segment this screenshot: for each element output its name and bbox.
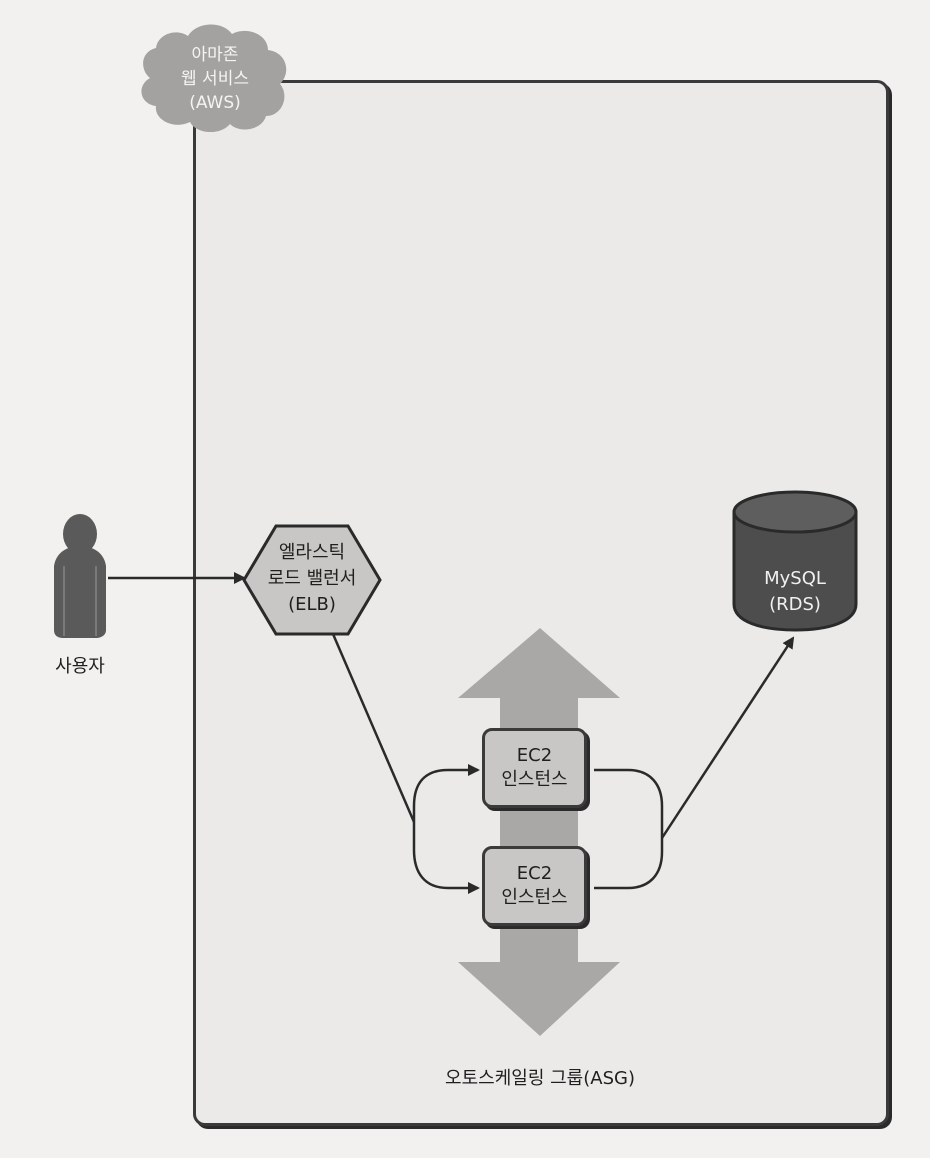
asg-label: 오토스케일링 그룹(ASG): [445, 1068, 635, 1089]
ec2-instance-node: EC2 인스턴스: [482, 846, 587, 926]
ec2-label-line2: 인스턴스: [501, 769, 568, 790]
elb-node: 엘라스틱 로드 밸런서 (ELB): [242, 524, 382, 636]
aws-label-line3: (AWS): [189, 93, 241, 113]
ec2-label-line1: EC2: [516, 863, 553, 884]
aws-cloud-icon: 아마존 웹 서비스 (AWS): [141, 24, 287, 133]
ec2-label-line2: 인스턴스: [501, 887, 568, 908]
rds-label-line2: (RDS): [769, 594, 821, 615]
autoscaling-double-arrow: [458, 628, 620, 1036]
user-person-icon: [54, 514, 106, 638]
ec2-label-line1: EC2: [516, 745, 553, 766]
rds-label-line1: MySQL: [764, 568, 826, 589]
ec2-top-to-merge: [594, 768, 664, 838]
aws-label-line2: 웹 서비스: [181, 69, 249, 89]
merge-to-rds-arrow: [660, 636, 795, 839]
elb-to-ec2-connector: [331, 633, 416, 823]
elb-label-line3: (ELB): [288, 594, 336, 615]
aws-label-line1: 아마존: [192, 45, 239, 65]
rds-database-icon: MySQL (RDS): [732, 490, 858, 632]
elb-label-line2: 로드 밸런서: [268, 568, 357, 589]
user-label: 사용자: [55, 656, 105, 677]
ec2-instance-node: EC2 인스턴스: [482, 728, 587, 808]
branch-to-ec2-top-arrow: [412, 764, 480, 822]
ec2-bottom-to-merge: [594, 838, 664, 890]
branch-to-ec2-bottom-arrow: [412, 822, 480, 894]
elb-label-line1: 엘라스틱: [279, 542, 345, 563]
